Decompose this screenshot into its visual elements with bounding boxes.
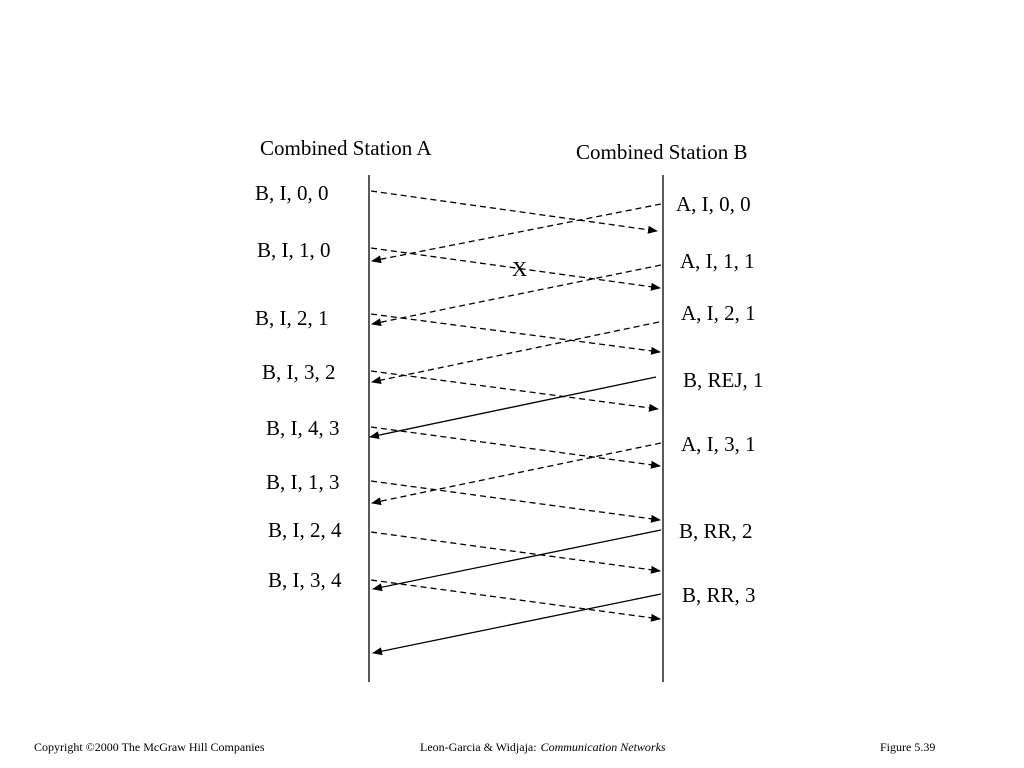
arrow-a-to-b-7 [370, 531, 661, 574]
arrow-b-to-a-4 [371, 442, 662, 506]
frame-label-b-4: B, REJ, 1 [683, 368, 764, 392]
frame-label-b-2: A, I, 1, 1 [680, 249, 755, 273]
frame-label-a-7: B, I, 2, 4 [268, 518, 342, 542]
frame-label-a-8: B, I, 3, 4 [268, 568, 342, 592]
arrow-a-to-b-5 [370, 426, 661, 469]
arrow-b-to-a-2 [371, 264, 662, 327]
station-b-title: Combined Station B [576, 140, 748, 164]
frame-label-b-6: B, RR, 2 [679, 519, 753, 543]
arrow-b-to-a-1 [371, 203, 662, 264]
frame-label-a-3: B, I, 2, 1 [255, 306, 329, 330]
arrow-a-to-b-3 [370, 313, 661, 355]
frame-label-a-5: B, I, 4, 3 [266, 416, 340, 440]
arrow-a-to-b-2 [370, 247, 661, 291]
arrow-b-to-a-rr-3 [372, 593, 662, 656]
lost-frame-marker: X [512, 257, 527, 281]
frame-label-b-5: A, I, 3, 1 [681, 432, 756, 456]
authors: Leon-Garcia & Widjaja: [420, 740, 537, 754]
frame-label-b-7: B, RR, 3 [682, 583, 756, 607]
arrow-b-to-a-rr-2 [372, 529, 662, 592]
station-a-title: Combined Station A [260, 136, 432, 160]
frame-label-b-3: A, I, 2, 1 [681, 301, 756, 325]
frame-label-a-4: B, I, 3, 2 [262, 360, 336, 384]
arrow-a-to-b-1 [370, 190, 658, 234]
frame-label-a-2: B, I, 1, 0 [257, 238, 331, 262]
frame-label-a-6: B, I, 1, 3 [266, 470, 340, 494]
frame-label-b-1: A, I, 0, 0 [676, 192, 751, 216]
arrow-a-to-b-4 [370, 370, 659, 412]
book-title: Communication Networks [540, 740, 666, 754]
arrow-b-to-a-reject [369, 376, 657, 440]
arrow-b-to-a-3 [371, 321, 660, 385]
arrow-a-to-b-8 [370, 579, 661, 622]
copyright-notice: Copyright ©2000 The McGraw Hill Companie… [34, 740, 265, 754]
frame-label-a-1: B, I, 0, 0 [255, 181, 329, 205]
book-credit: Leon-Garcia & Widjaja:Communication Netw… [420, 740, 666, 755]
figure-number: Figure 5.39 [880, 740, 936, 754]
arrow-a-to-b-6 [370, 480, 661, 523]
